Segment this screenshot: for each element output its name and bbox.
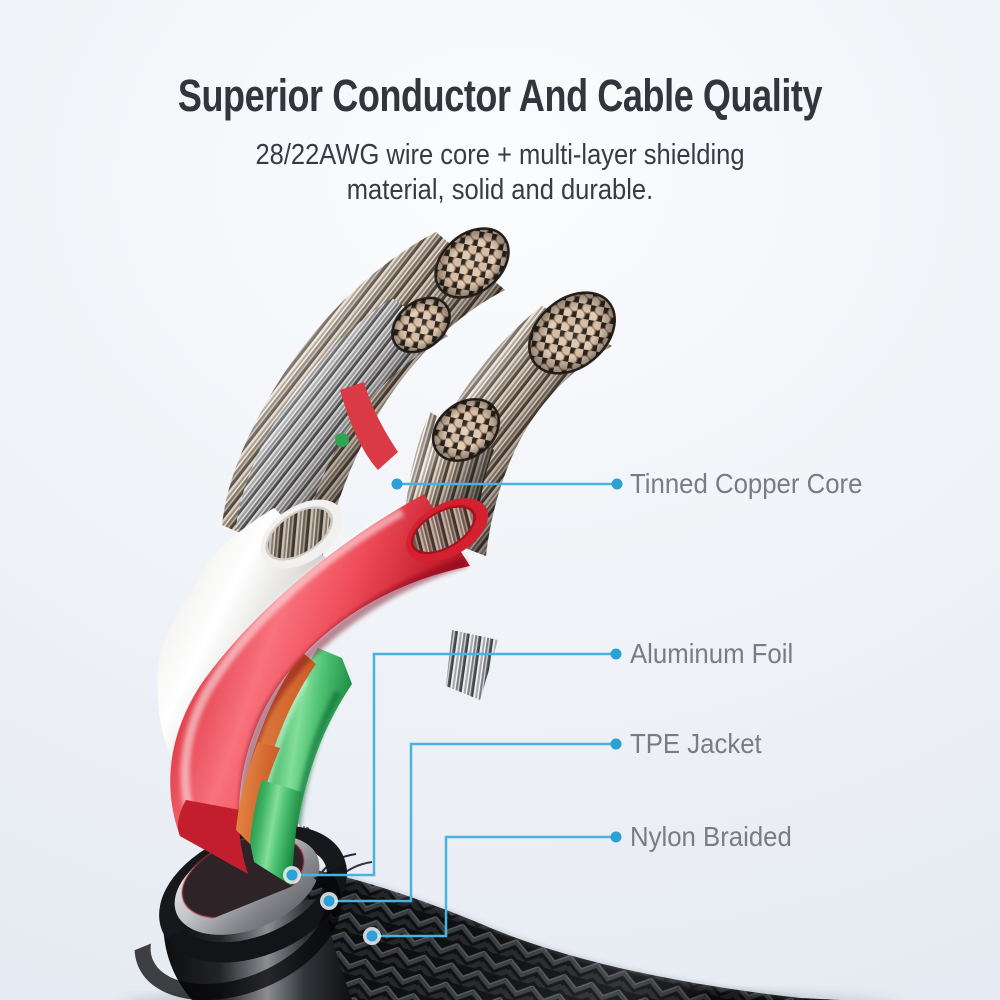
dot-aluminum-foil-anchor bbox=[286, 869, 298, 881]
subtitle-line-1: 28/22AWG wire core + multi-layer shieldi… bbox=[255, 139, 745, 171]
green-wire-glimpse bbox=[335, 433, 349, 447]
leader-line-aluminum-foil bbox=[292, 652, 616, 877]
dot-tpe-jacket-label bbox=[610, 738, 622, 750]
dot-nylon-braided-anchor bbox=[366, 930, 378, 942]
page-title: Superior Conductor And Cable Quality bbox=[177, 70, 823, 121]
callout-label-nylon-braided: Nylon Braided bbox=[630, 821, 792, 852]
dot-aluminum-foil-label bbox=[610, 648, 622, 660]
callout-label-aluminum-foil: Aluminum Foil bbox=[630, 638, 794, 669]
dot-tinned-copper-core-anchor bbox=[391, 478, 403, 490]
red-wire-opening bbox=[405, 498, 489, 562]
callout-leaders bbox=[292, 482, 617, 938]
wire-bundle-cut-faces bbox=[391, 227, 617, 462]
red-wire-glimpse bbox=[340, 382, 398, 470]
dot-tpe-jacket-anchor bbox=[323, 895, 335, 907]
subtitle-line-2: material, solid and durable. bbox=[346, 174, 654, 206]
callout-dots bbox=[283, 478, 623, 945]
page-subtitle: 28/22AWG wire core + multi-layer shieldi… bbox=[60, 138, 940, 208]
leader-line-tpe-jacket bbox=[329, 742, 616, 903]
dot-tinned-copper-core-label bbox=[611, 478, 623, 490]
dot-nylon-braided-label bbox=[610, 831, 622, 843]
callout-label-tpe-jacket: TPE Jacket bbox=[630, 728, 762, 759]
leader-line-nylon-braided bbox=[372, 835, 616, 938]
inner-wires-in-collar bbox=[178, 742, 302, 886]
callout-label-tinned-copper-core: Tinned Copper Core bbox=[630, 468, 863, 499]
